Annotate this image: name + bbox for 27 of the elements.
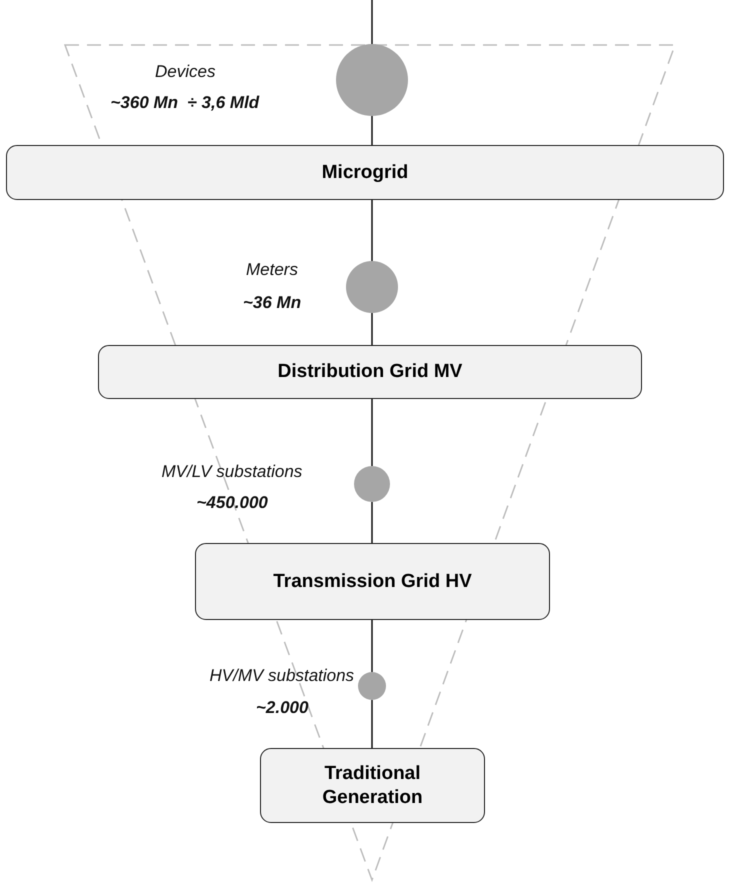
circle-marker [358,672,386,700]
connector-line [371,0,373,44]
level-name: Transmission Grid HV [273,570,472,594]
category-label: MV/LV substations [162,462,302,482]
connector-line [371,502,373,543]
category-label: HV/MV substations [210,666,354,686]
grid-level-box [260,748,485,823]
level-name: Distribution Grid MV [278,360,462,384]
count-label: ~450.000 [196,493,268,513]
level-name: Microgrid [322,160,408,184]
category-label: Devices [155,62,216,82]
grid-level-box [195,543,550,620]
connector-line [371,700,373,748]
count-label: ~36 Mn [243,293,302,313]
circle-marker [354,466,390,502]
count-label: ~360 Mn ÷ 3,6 Mld [110,93,260,113]
count-label: ~2.000 [256,698,308,718]
connector-line [371,200,373,261]
connector-line [371,399,373,466]
level-name: Traditional Generation [321,762,424,810]
grid-level-box [98,345,642,399]
grid-level-box [6,145,724,200]
connector-line [371,620,373,672]
circle-marker [346,261,398,313]
category-label: Meters [246,260,298,280]
connector-line [371,116,373,145]
connector-line [371,313,373,345]
